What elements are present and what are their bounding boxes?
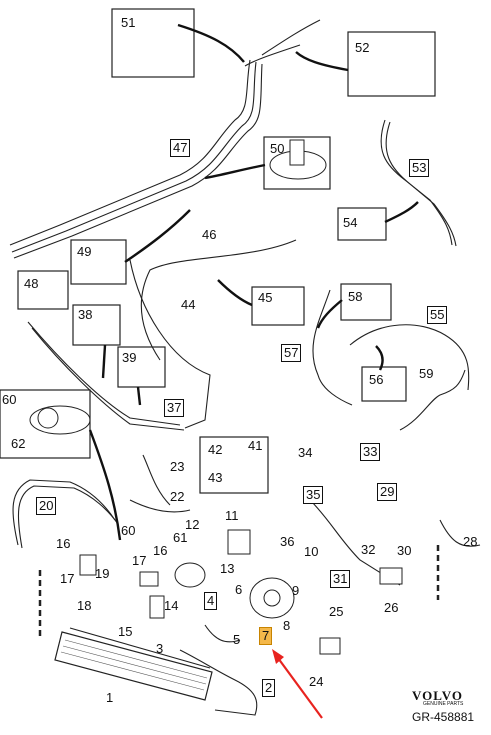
detail-box-56 (361, 366, 407, 402)
callout-label: 61 (173, 530, 188, 545)
callout-label: 23 (170, 459, 185, 474)
callout-label: 44 (181, 297, 196, 312)
callout-label: 57 (281, 344, 302, 362)
detail-box-54 (337, 207, 387, 241)
callout-label: 15 (118, 624, 133, 639)
callout-label: 33 (360, 443, 381, 461)
callout-label: 48 (24, 276, 39, 291)
callout-label: 54 (343, 215, 358, 230)
callout-label: 17 (132, 553, 147, 568)
callout-label: 37 (164, 399, 185, 417)
callout-label: 60 (2, 392, 17, 407)
red-pointer-arrow (272, 649, 323, 719)
callout-label: 4 (204, 592, 218, 610)
callout-label: 26 (384, 600, 399, 615)
callout-label: 45 (258, 290, 273, 305)
hose-lines (9, 19, 481, 716)
callout-label: 53 (409, 159, 430, 177)
callout-label: 51 (121, 15, 136, 30)
detail-box-50 (263, 136, 331, 190)
callout-label: 29 (377, 483, 398, 501)
callout-label: 16 (56, 536, 71, 551)
callout-label: 32 (361, 542, 376, 557)
callout-label: 16 (153, 543, 168, 558)
callout-label: 31 (330, 570, 351, 588)
callout-label: 17 (60, 571, 75, 586)
callout-label: 58 (348, 289, 363, 304)
callout-label: 56 (369, 372, 384, 387)
callout-label: 52 (355, 40, 370, 55)
callout-label: 35 (303, 486, 324, 504)
brand-logo: VOLVO (412, 688, 463, 703)
callout-label: 9 (292, 583, 300, 598)
callout-label: 10 (304, 544, 319, 559)
callout-label: 60 (121, 523, 136, 538)
callout-label: 2 (262, 679, 276, 697)
callout-label: 14 (164, 598, 179, 613)
callout-label: 30 (397, 543, 412, 558)
detail-box-41 (199, 436, 269, 494)
callout-label: 28 (463, 534, 478, 549)
parts (29, 139, 403, 655)
callout-label: 11 (225, 508, 239, 523)
callout-label: 43 (208, 470, 223, 485)
callout-label: 22 (170, 489, 185, 504)
detail-box-38 (72, 304, 121, 346)
callout-label: 41 (248, 438, 263, 453)
callout-label: 62 (11, 436, 26, 451)
detail-box-45 (251, 286, 305, 326)
detail-box-60 (0, 389, 91, 459)
detail-box-39 (117, 346, 166, 388)
callout-label: 6 (235, 582, 243, 597)
callout-label: 49 (77, 244, 92, 259)
callout-label: 34 (298, 445, 313, 460)
callout-label: 25 (329, 604, 344, 619)
callout-label-highlighted: 7 (259, 627, 273, 645)
callout-label: 12 (185, 517, 200, 532)
callout-label: 5 (233, 632, 241, 647)
callout-label: 55 (427, 306, 448, 324)
callout-label: 1 (106, 690, 114, 705)
detail-box-52 (347, 31, 436, 97)
callout-label: 59 (419, 366, 434, 381)
callout-label: 24 (309, 674, 324, 689)
callout-label: 46 (202, 227, 217, 242)
leader-arrows (88, 23, 419, 541)
callout-label: 8 (283, 618, 291, 633)
detail-boxes (0, 8, 436, 494)
callout-label: 18 (77, 598, 92, 613)
brand-subtitle: GENUINE PARTS (423, 701, 464, 707)
callout-label: 50 (270, 141, 285, 156)
callout-label: 42 (208, 442, 223, 457)
callout-label: 19 (95, 566, 110, 581)
callout-label: 20 (36, 497, 57, 515)
callout-label: 36 (280, 534, 295, 549)
detail-box-48 (17, 270, 69, 310)
callout-label: 47 (170, 139, 191, 157)
callout-label: 3 (156, 641, 164, 656)
detail-box-51 (111, 8, 195, 78)
callout-label: 38 (78, 307, 93, 322)
diagram-reference: GR-458881 (412, 710, 475, 724)
callout-label: 39 (122, 350, 137, 365)
radiator (54, 631, 213, 701)
callout-label: 13 (220, 561, 235, 576)
